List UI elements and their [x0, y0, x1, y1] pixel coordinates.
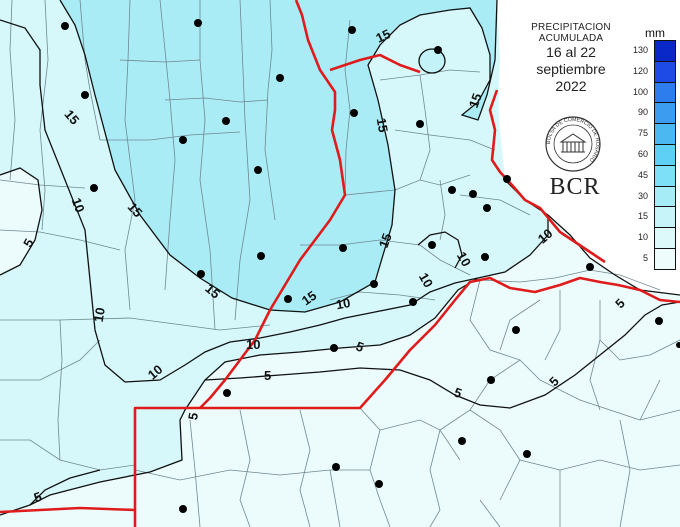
- contour-label: 5: [452, 384, 464, 401]
- bcr-seal-icon: BOLSA DE COMERCIO DE ROSARIO: [545, 116, 601, 172]
- stations: [61, 19, 680, 513]
- legend-label: 90: [637, 107, 648, 118]
- legend-swatch: [654, 185, 676, 208]
- title-date-range: 16 al 22: [546, 44, 596, 60]
- legend-label: 5: [642, 253, 648, 263]
- legend-label: 45: [637, 169, 648, 180]
- contour-label: 15: [374, 117, 391, 134]
- contour-label: 15: [299, 288, 319, 309]
- contour-label: 15: [466, 91, 485, 110]
- legend-swatch: [654, 123, 676, 145]
- contour-label: 10: [416, 270, 436, 290]
- legend-label: 10: [637, 232, 648, 243]
- contour-label: 10: [454, 249, 474, 269]
- title-line-1: PRECIPITACION: [531, 22, 611, 33]
- contour-label: 10: [246, 337, 260, 352]
- contour-label: 15: [373, 26, 392, 46]
- title-year: 2022: [555, 78, 587, 94]
- isohyet-lines: [0, 0, 680, 516]
- contour-labels: 15 15 15 15 15 15 15 15 10 10 10 10 10 1…: [20, 26, 628, 505]
- zone-15mm-island: [419, 49, 445, 73]
- legend-label: 100: [632, 86, 648, 97]
- legend-swatch: [654, 248, 676, 270]
- contour-label: 5: [185, 411, 201, 421]
- contour-label: 15: [376, 231, 395, 250]
- legend-label: 75: [637, 128, 648, 139]
- legend-swatch: [654, 60, 676, 83]
- legend-unit: mm: [645, 26, 665, 40]
- title-line-2: ACUMULADA: [538, 33, 604, 44]
- contour-label: 5: [32, 489, 44, 506]
- legend-swatch: [654, 227, 676, 249]
- contour-label: 10: [91, 306, 108, 323]
- legend-label: 60: [637, 149, 648, 159]
- legend-label: 30: [637, 190, 648, 201]
- contour-label: 10: [335, 295, 352, 312]
- legend-swatch: [654, 144, 676, 166]
- legend-swatch: [654, 102, 676, 125]
- legend-label: 130: [632, 45, 648, 55]
- map-title: PRECIPITACION ACUMULADA 16 al 22 septiem…: [516, 22, 626, 95]
- contour-label: 10: [69, 196, 88, 215]
- legend-label: 15: [637, 211, 648, 222]
- zone-under-5mm: [497, 0, 680, 295]
- contour-label: 5: [264, 368, 271, 383]
- legend-swatch: [654, 81, 676, 104]
- legend-swatch: [654, 164, 676, 187]
- legend-swatch: [654, 206, 676, 229]
- title-month: septiembre: [536, 61, 606, 77]
- legend-swatch: [654, 40, 676, 62]
- contour-label: 5: [354, 338, 366, 355]
- zone-5mm-west: [0, 168, 42, 275]
- bcr-logo-text: BCR: [549, 174, 601, 200]
- legend-label: 120: [632, 65, 648, 76]
